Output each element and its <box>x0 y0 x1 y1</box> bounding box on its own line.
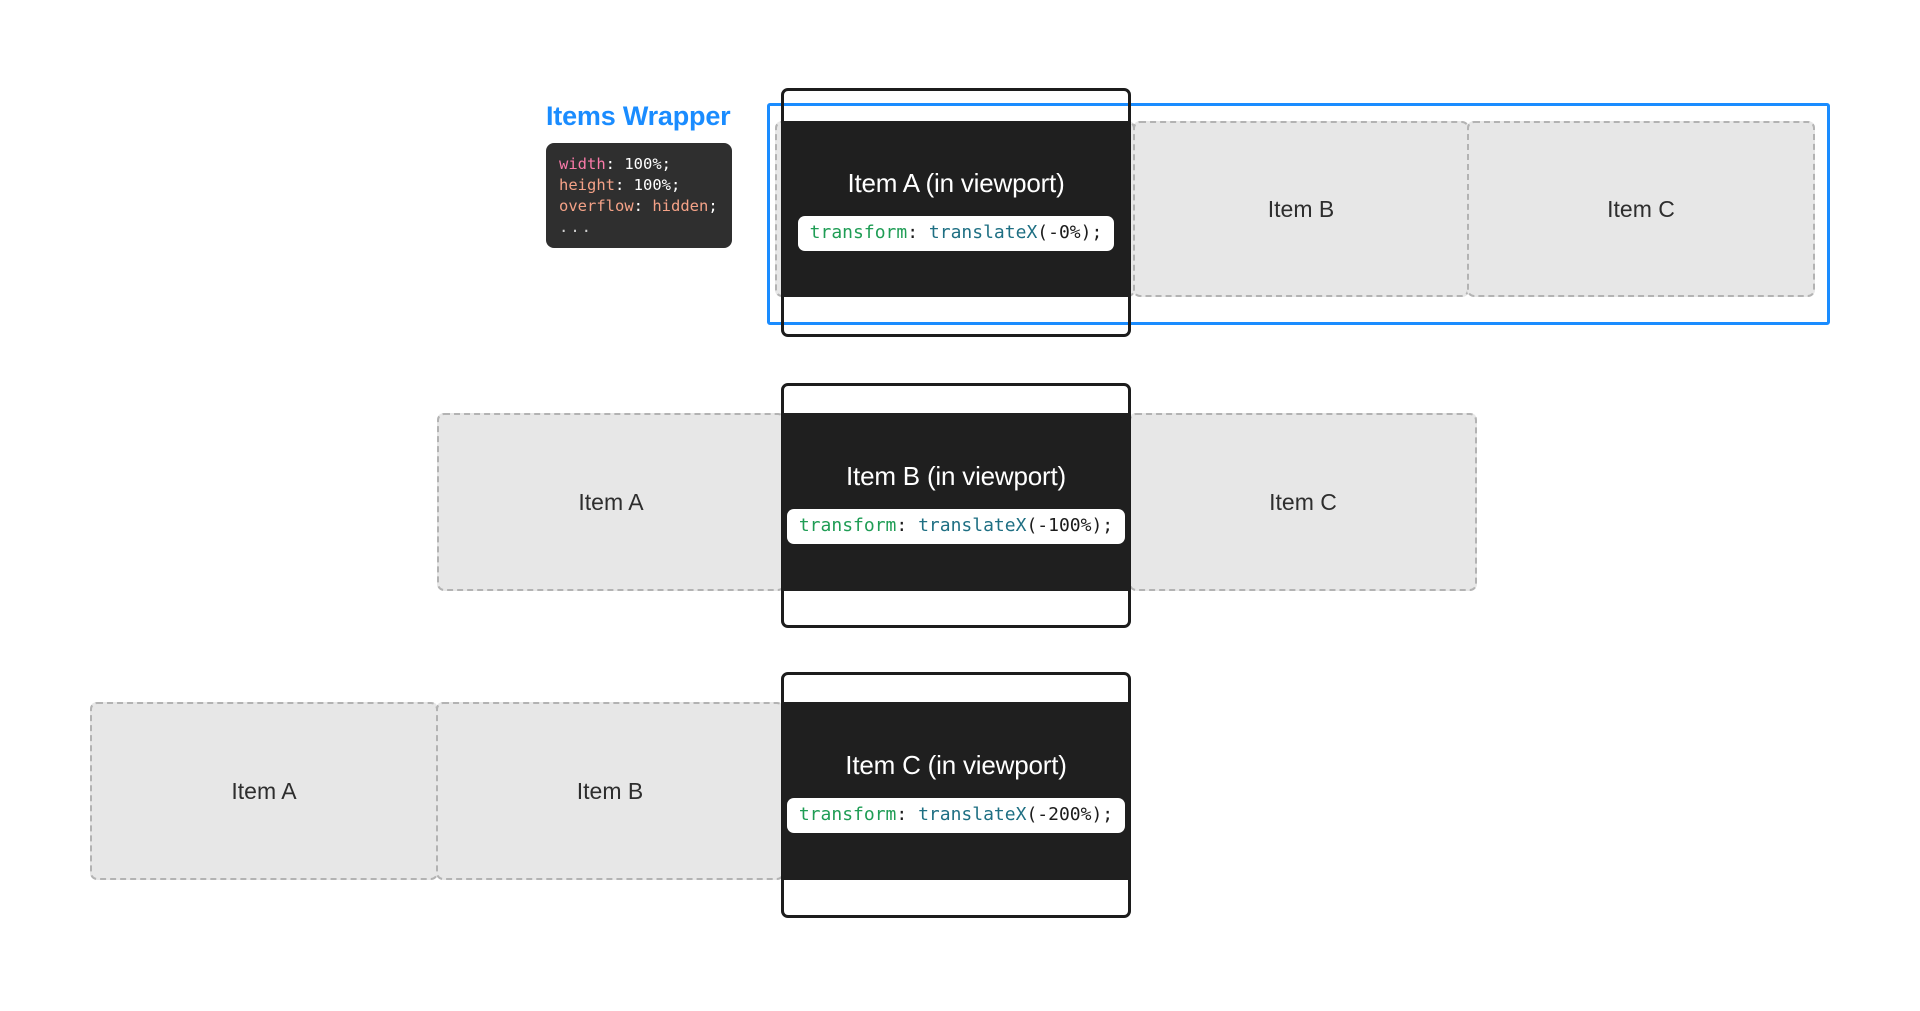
ghost-item-label: Item B <box>576 777 644 804</box>
css-prop-overflow: overflow <box>559 197 634 215</box>
ghost-item-c: Item C <box>1129 413 1477 591</box>
code-keyword-transform: transform <box>809 221 908 243</box>
items-wrapper-css-card: width: 100%; height: 100%; overflow: hid… <box>546 143 732 248</box>
code-colon: : <box>907 221 929 243</box>
active-item-row-3: Item C (in viewport) transform: translat… <box>782 702 1130 880</box>
css-prop-height: height <box>559 176 615 194</box>
ghost-item-b: Item B <box>1133 121 1469 297</box>
css-val-width: : 100%; <box>605 155 671 173</box>
ghost-item-label: Item A <box>578 488 644 515</box>
css-colon-overflow: : <box>633 197 653 215</box>
code-function-translatex: translateX <box>918 514 1027 536</box>
code-keyword-transform: transform <box>798 514 897 536</box>
ghost-item-c: Item C <box>1467 121 1815 297</box>
code-function-translatex: translateX <box>918 803 1027 825</box>
active-item-row-1: Item A (in viewport) transform: translat… <box>782 121 1130 297</box>
code-args: (-0%); <box>1037 221 1103 243</box>
ghost-item-label: Item A <box>231 777 297 804</box>
active-item-row-2: Item B (in viewport) transform: translat… <box>782 413 1130 591</box>
code-colon: : <box>896 514 919 536</box>
code-args: (-100%); <box>1026 514 1114 536</box>
css-prop-width: width <box>559 155 606 173</box>
ghost-item-label: Item C <box>1269 488 1337 515</box>
active-item-title: Item C (in viewport) <box>845 749 1067 780</box>
transform-code-pill-row-3: transform: translateX(-200%); <box>786 797 1126 833</box>
carousel-state-row-3: Item A Item B Item C (in viewport) trans… <box>0 585 1920 945</box>
css-semicolon-overflow: ; <box>708 197 718 215</box>
transform-code-pill-row-1: transform: translateX(-0%); <box>797 215 1115 251</box>
ghost-item-b: Item B <box>436 702 784 880</box>
ghost-item-label: Item C <box>1607 195 1675 222</box>
code-args: (-200%); <box>1026 803 1114 825</box>
ghost-item-a: Item A <box>437 413 785 591</box>
transform-code-pill-row-2: transform: translateX(-100%); <box>786 508 1126 544</box>
active-item-title: Item A (in viewport) <box>847 167 1065 198</box>
code-colon: : <box>896 803 919 825</box>
code-function-translatex: translateX <box>928 221 1038 243</box>
ghost-item-label: Item B <box>1267 195 1335 222</box>
active-item-title: Item B (in viewport) <box>846 460 1066 491</box>
code-keyword-transform: transform <box>798 803 897 825</box>
ghost-item-a: Item A <box>90 702 438 880</box>
css-val-height: : 100%; <box>615 176 681 194</box>
items-wrapper-label: Items Wrapper <box>546 101 731 131</box>
css-val-overflow: hidden <box>652 197 709 215</box>
css-ellipsis: ... <box>559 218 593 236</box>
